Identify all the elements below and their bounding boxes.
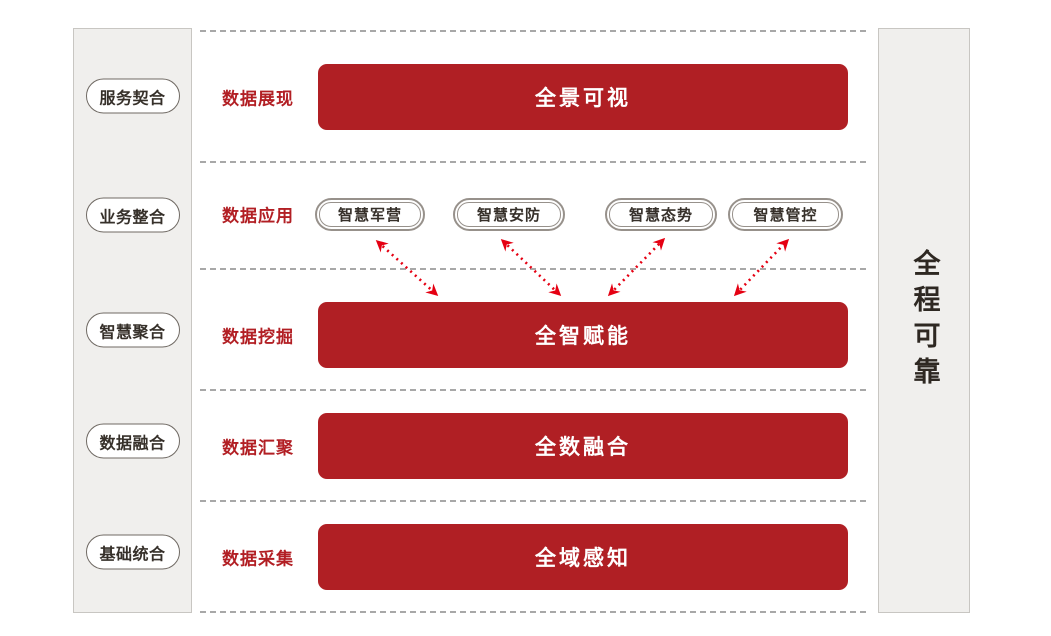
app-pill-label: 智慧军营 bbox=[319, 202, 421, 227]
dotted-separator bbox=[200, 161, 866, 163]
row-label-data-display: 数据展现 bbox=[222, 89, 294, 109]
bar-ai-empowerment: 全智赋能 bbox=[318, 302, 848, 368]
app-pill-smart-control: 智慧管控 bbox=[728, 198, 843, 231]
left-capability-panel: 服务契合 业务整合 智慧聚合 数据融合 基础统合 bbox=[73, 28, 192, 613]
app-pill-label: 智慧态势 bbox=[609, 202, 713, 227]
capability-pill: 数据融合 bbox=[85, 423, 180, 459]
bar-panorama-visible: 全景可视 bbox=[318, 64, 848, 130]
row-label-data-application: 数据应用 bbox=[222, 206, 294, 226]
app-pill-smart-barracks: 智慧军营 bbox=[315, 198, 425, 231]
dotted-separator bbox=[200, 500, 866, 502]
row-label-data-mining: 数据挖掘 bbox=[222, 327, 294, 347]
dotted-separator bbox=[200, 611, 866, 613]
app-pill-smart-situation: 智慧态势 bbox=[605, 198, 717, 231]
capability-pill: 服务契合 bbox=[85, 78, 180, 114]
app-pill-label: 智慧管控 bbox=[732, 202, 839, 227]
row-label-data-collection: 数据采集 bbox=[222, 549, 294, 569]
right-reliability-panel: 全程可靠 bbox=[878, 28, 970, 613]
double-headed-arrow bbox=[733, 238, 790, 297]
capability-pill: 基础统合 bbox=[85, 534, 180, 570]
row-label-data-aggregation: 数据汇聚 bbox=[222, 438, 294, 458]
double-headed-arrow bbox=[500, 238, 562, 297]
arrow-overlay bbox=[375, 237, 790, 297]
double-headed-arrow bbox=[375, 239, 439, 297]
capability-pill: 业务整合 bbox=[85, 197, 180, 233]
double-headed-arrow bbox=[607, 237, 666, 297]
bar-domain-sensing: 全域感知 bbox=[318, 524, 848, 590]
app-pill-label: 智慧安防 bbox=[457, 202, 561, 227]
bar-data-fusion: 全数融合 bbox=[318, 413, 848, 479]
dotted-separator bbox=[200, 389, 866, 391]
capability-pill: 智慧聚合 bbox=[85, 312, 180, 348]
app-pill-smart-security: 智慧安防 bbox=[453, 198, 565, 231]
vertical-reliability-label: 全程可靠 bbox=[909, 248, 940, 393]
dotted-separator bbox=[200, 30, 866, 32]
